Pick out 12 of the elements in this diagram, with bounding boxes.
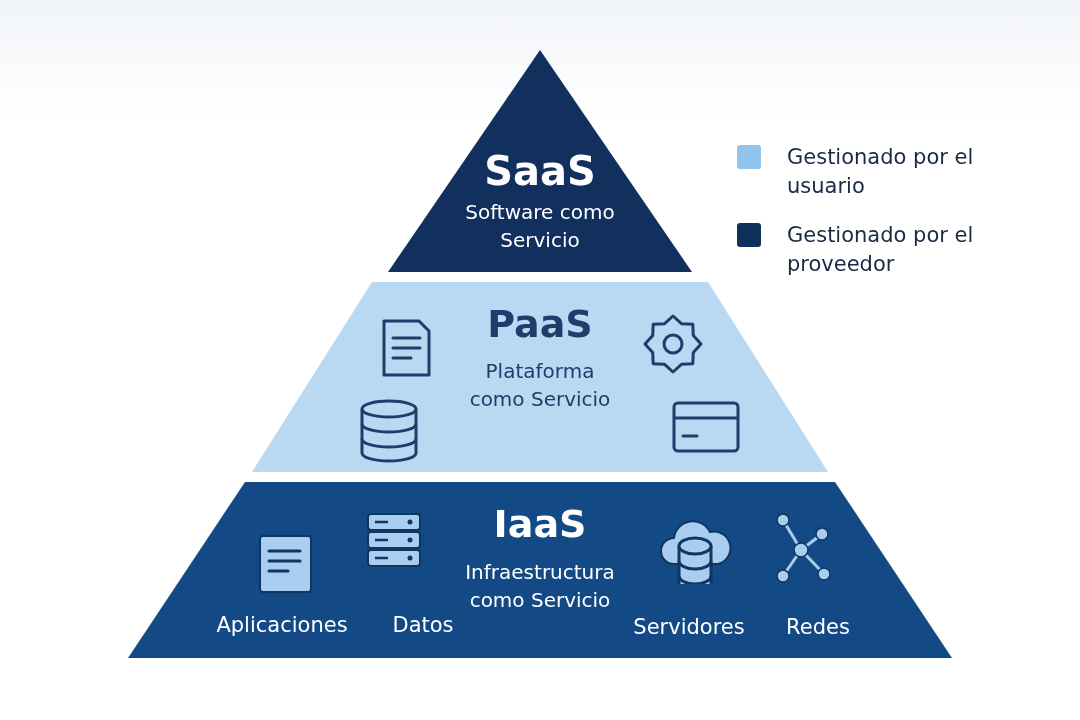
component-label: Servidores <box>633 615 745 639</box>
component-label: Datos <box>392 613 454 637</box>
layer-subtitle: Software como Servicio <box>464 199 616 254</box>
layer-title: SaaS <box>484 148 596 194</box>
component-label: Aplicaciones <box>216 613 348 637</box>
component-label: Redes <box>786 615 850 639</box>
layer-subtitle: Infraestructura como Servicio <box>464 559 616 614</box>
layer-title: PaaS <box>487 302 593 346</box>
layer-subtitle: Plataforma como Servicio <box>468 358 612 413</box>
layer-title: IaaS <box>493 502 587 546</box>
legend-text: Gestionado por el usuario <box>787 144 975 201</box>
legend-text: Gestionado por el proveedor <box>787 222 975 279</box>
